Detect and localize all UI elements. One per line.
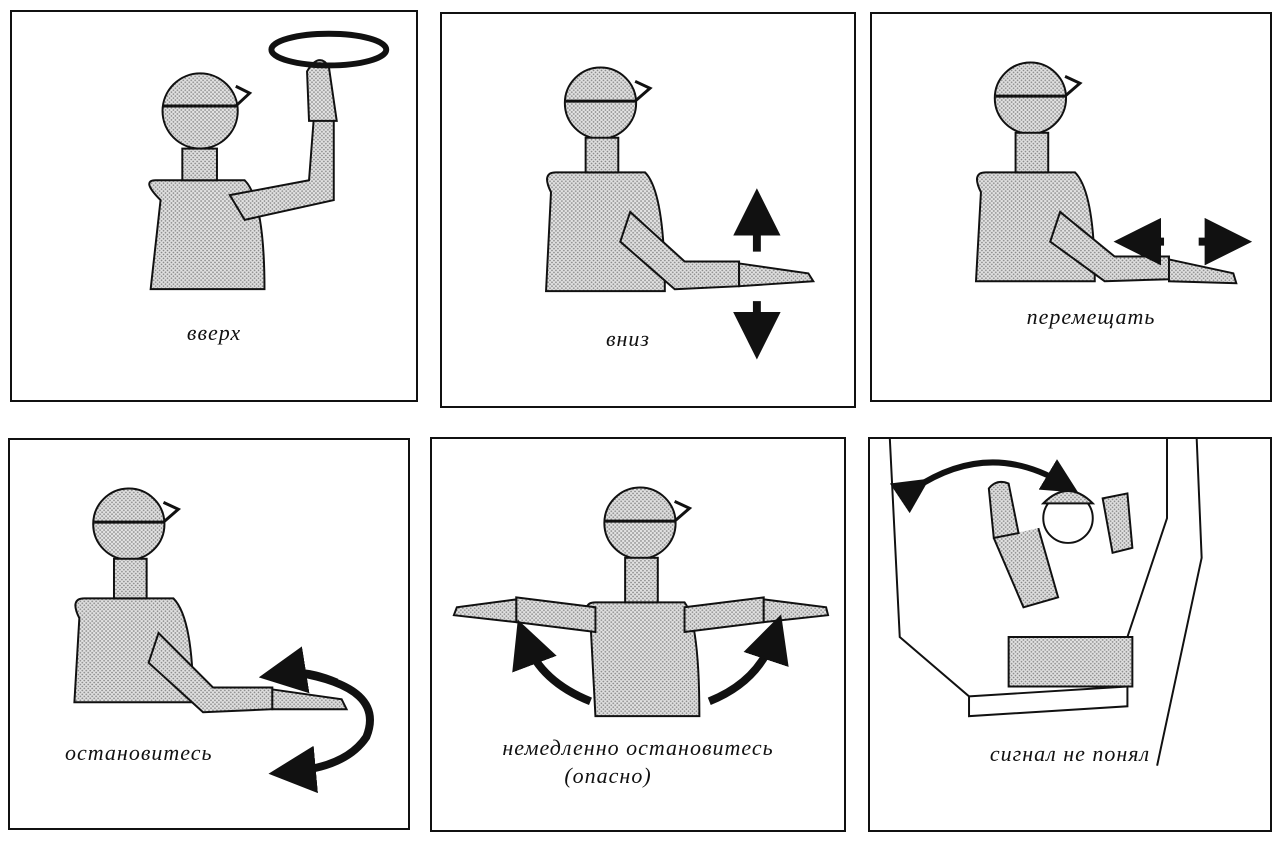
caption-emergency-stop: немедленно остановитесь	[502, 735, 774, 760]
panel-stop: остановитесь	[8, 438, 410, 830]
caption-not-understood: сигнал не понял	[989, 741, 1151, 766]
caption-up: вверх	[186, 320, 242, 345]
worker-down-figure	[544, 66, 816, 360]
panel-not-understood: сигнал не понял	[868, 437, 1272, 832]
worker-stop-figure	[73, 487, 374, 794]
panel-move: перемещать	[870, 12, 1272, 402]
panel-down: вниз	[440, 12, 856, 408]
worker-move-figure	[974, 61, 1253, 285]
caption-move: перемещать	[1026, 304, 1156, 329]
panel-up: вверх	[10, 10, 418, 402]
worker-emergency-stop-figure	[452, 486, 830, 718]
panel-emergency-stop: немедленно остановитесь (опасно)	[430, 437, 846, 832]
worker-not-understood-figure	[888, 439, 1203, 766]
caption-emergency-stop-note: (опасно)	[564, 763, 652, 788]
caption-stop: остановитесь	[65, 740, 213, 765]
worker-up-figure	[148, 30, 390, 291]
caption-down: вниз	[605, 326, 651, 351]
